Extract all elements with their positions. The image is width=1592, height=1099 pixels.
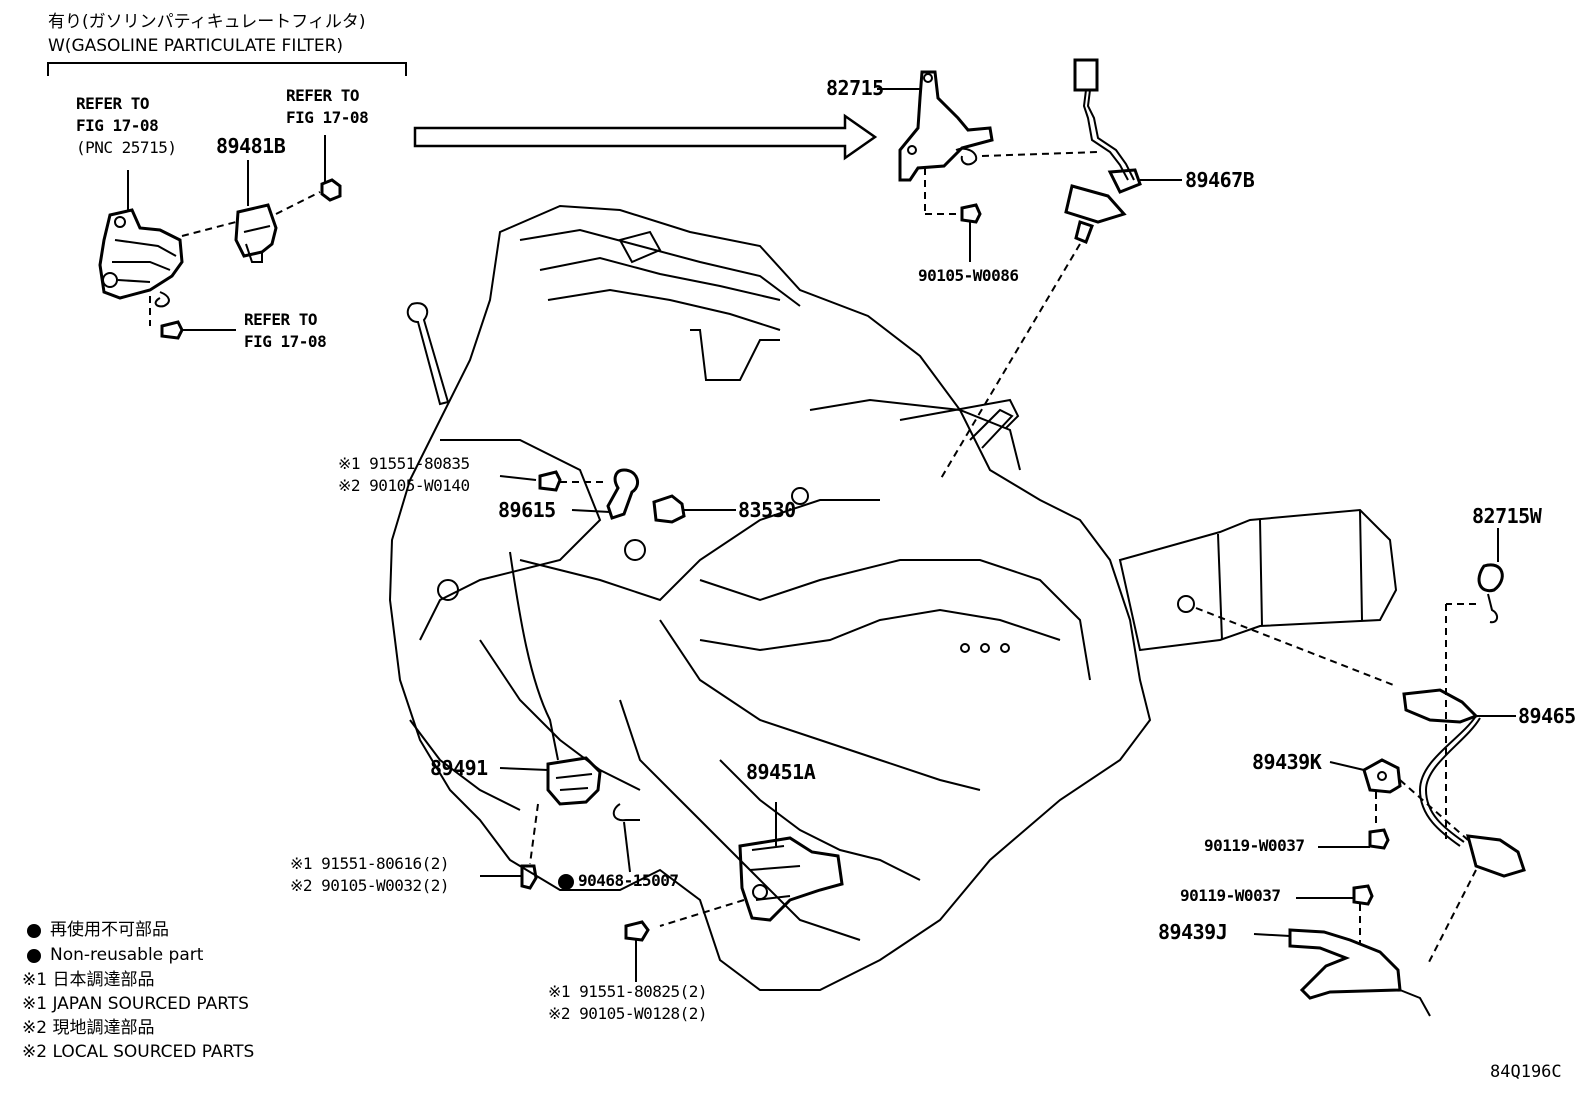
part-89451A[interactable]: 89451A [746,760,816,784]
part-91551-80825[interactable]: ※1 91551-80825(2) [548,982,708,1001]
legend-non-reusable-jp: 再使用不可部品 [50,920,169,940]
bracket-82715 [877,70,1099,262]
part-89491[interactable]: 89491 [430,756,488,780]
header-bracket [47,62,407,76]
part-82715[interactable]: 82715 [826,76,884,100]
ref1-line3: (PNC 25715) [76,138,177,157]
gpf-pressure-sensor-group [98,135,342,340]
bracket-89439J [1253,884,1431,1017]
engine-block [388,204,1152,991]
part-82715W[interactable]: 82715W [1472,504,1542,528]
part-90105-W0140[interactable]: ※2 90105-W0140 [338,476,470,495]
part-91551-80616[interactable]: ※1 91551-80616(2) [290,854,450,873]
bullet-non-reusable-en-icon [27,949,41,963]
sensor-89491 [480,551,640,890]
part-83530[interactable]: 83530 [738,498,796,522]
variant-header-jp: 有り(ガソリンパティキュレートフィルタ) [48,12,366,32]
bracket-89439K [1318,758,1469,850]
part-90119-W0037-a[interactable]: 90119-W0037 [1204,836,1305,855]
sensor-83530 [652,494,736,524]
oxygen-sensor-89465 [1402,688,1526,965]
part-90105-W0086[interactable]: 90105-W0086 [918,266,1019,285]
ref3-line2: FIG 17-08 [244,332,327,351]
part-90105-W0128[interactable]: ※2 90105-W0128(2) [548,1004,708,1023]
part-89465[interactable]: 89465 [1518,704,1576,728]
oxygen-sensor-89467B [939,58,1182,481]
non-reusable-marker-icon [558,874,574,890]
part-90105-W0032[interactable]: ※2 90105-W0032(2) [290,876,450,895]
part-89481B[interactable]: 89481B [216,134,286,158]
ref3-line1: REFER TO [244,310,318,329]
part-89439J[interactable]: 89439J [1158,920,1228,944]
ref1-line2: FIG 17-08 [76,116,159,135]
variant-header-en: W(GASOLINE PARTICULATE FILTER) [48,36,344,56]
legend-non-reusable-en: Non-reusable part [50,945,204,965]
ref2-line2: FIG 17-08 [286,108,369,127]
sensor-89451A [624,802,844,982]
clamp-82715W [1445,528,1504,842]
large-arrow-icon [413,113,878,161]
bullet-non-reusable-jp-icon [27,924,41,938]
legend-japan-sourced-jp: ※1 日本調達部品 [22,970,155,990]
catalytic-converter [1118,508,1398,687]
legend-japan-sourced-en: ※1 JAPAN SOURCED PARTS [22,994,249,1014]
part-90468-15007[interactable]: 90468-15007 [578,871,679,890]
part-89615[interactable]: 89615 [498,498,556,522]
part-90119-W0037-b[interactable]: 90119-W0037 [1180,886,1281,905]
part-91551-80835[interactable]: ※1 91551-80835 [338,454,470,473]
part-89467B[interactable]: 89467B [1185,168,1255,192]
sensor-89615 [499,468,640,520]
ref2-line1: REFER TO [286,86,360,105]
illustration-code: 84Q196C [1490,1062,1562,1082]
legend-local-sourced-jp: ※2 現地調達部品 [22,1018,155,1038]
ref1-line1: REFER TO [76,94,150,113]
part-89439K[interactable]: 89439K [1252,750,1322,774]
legend-local-sourced-en: ※2 LOCAL SOURCED PARTS [22,1042,255,1062]
